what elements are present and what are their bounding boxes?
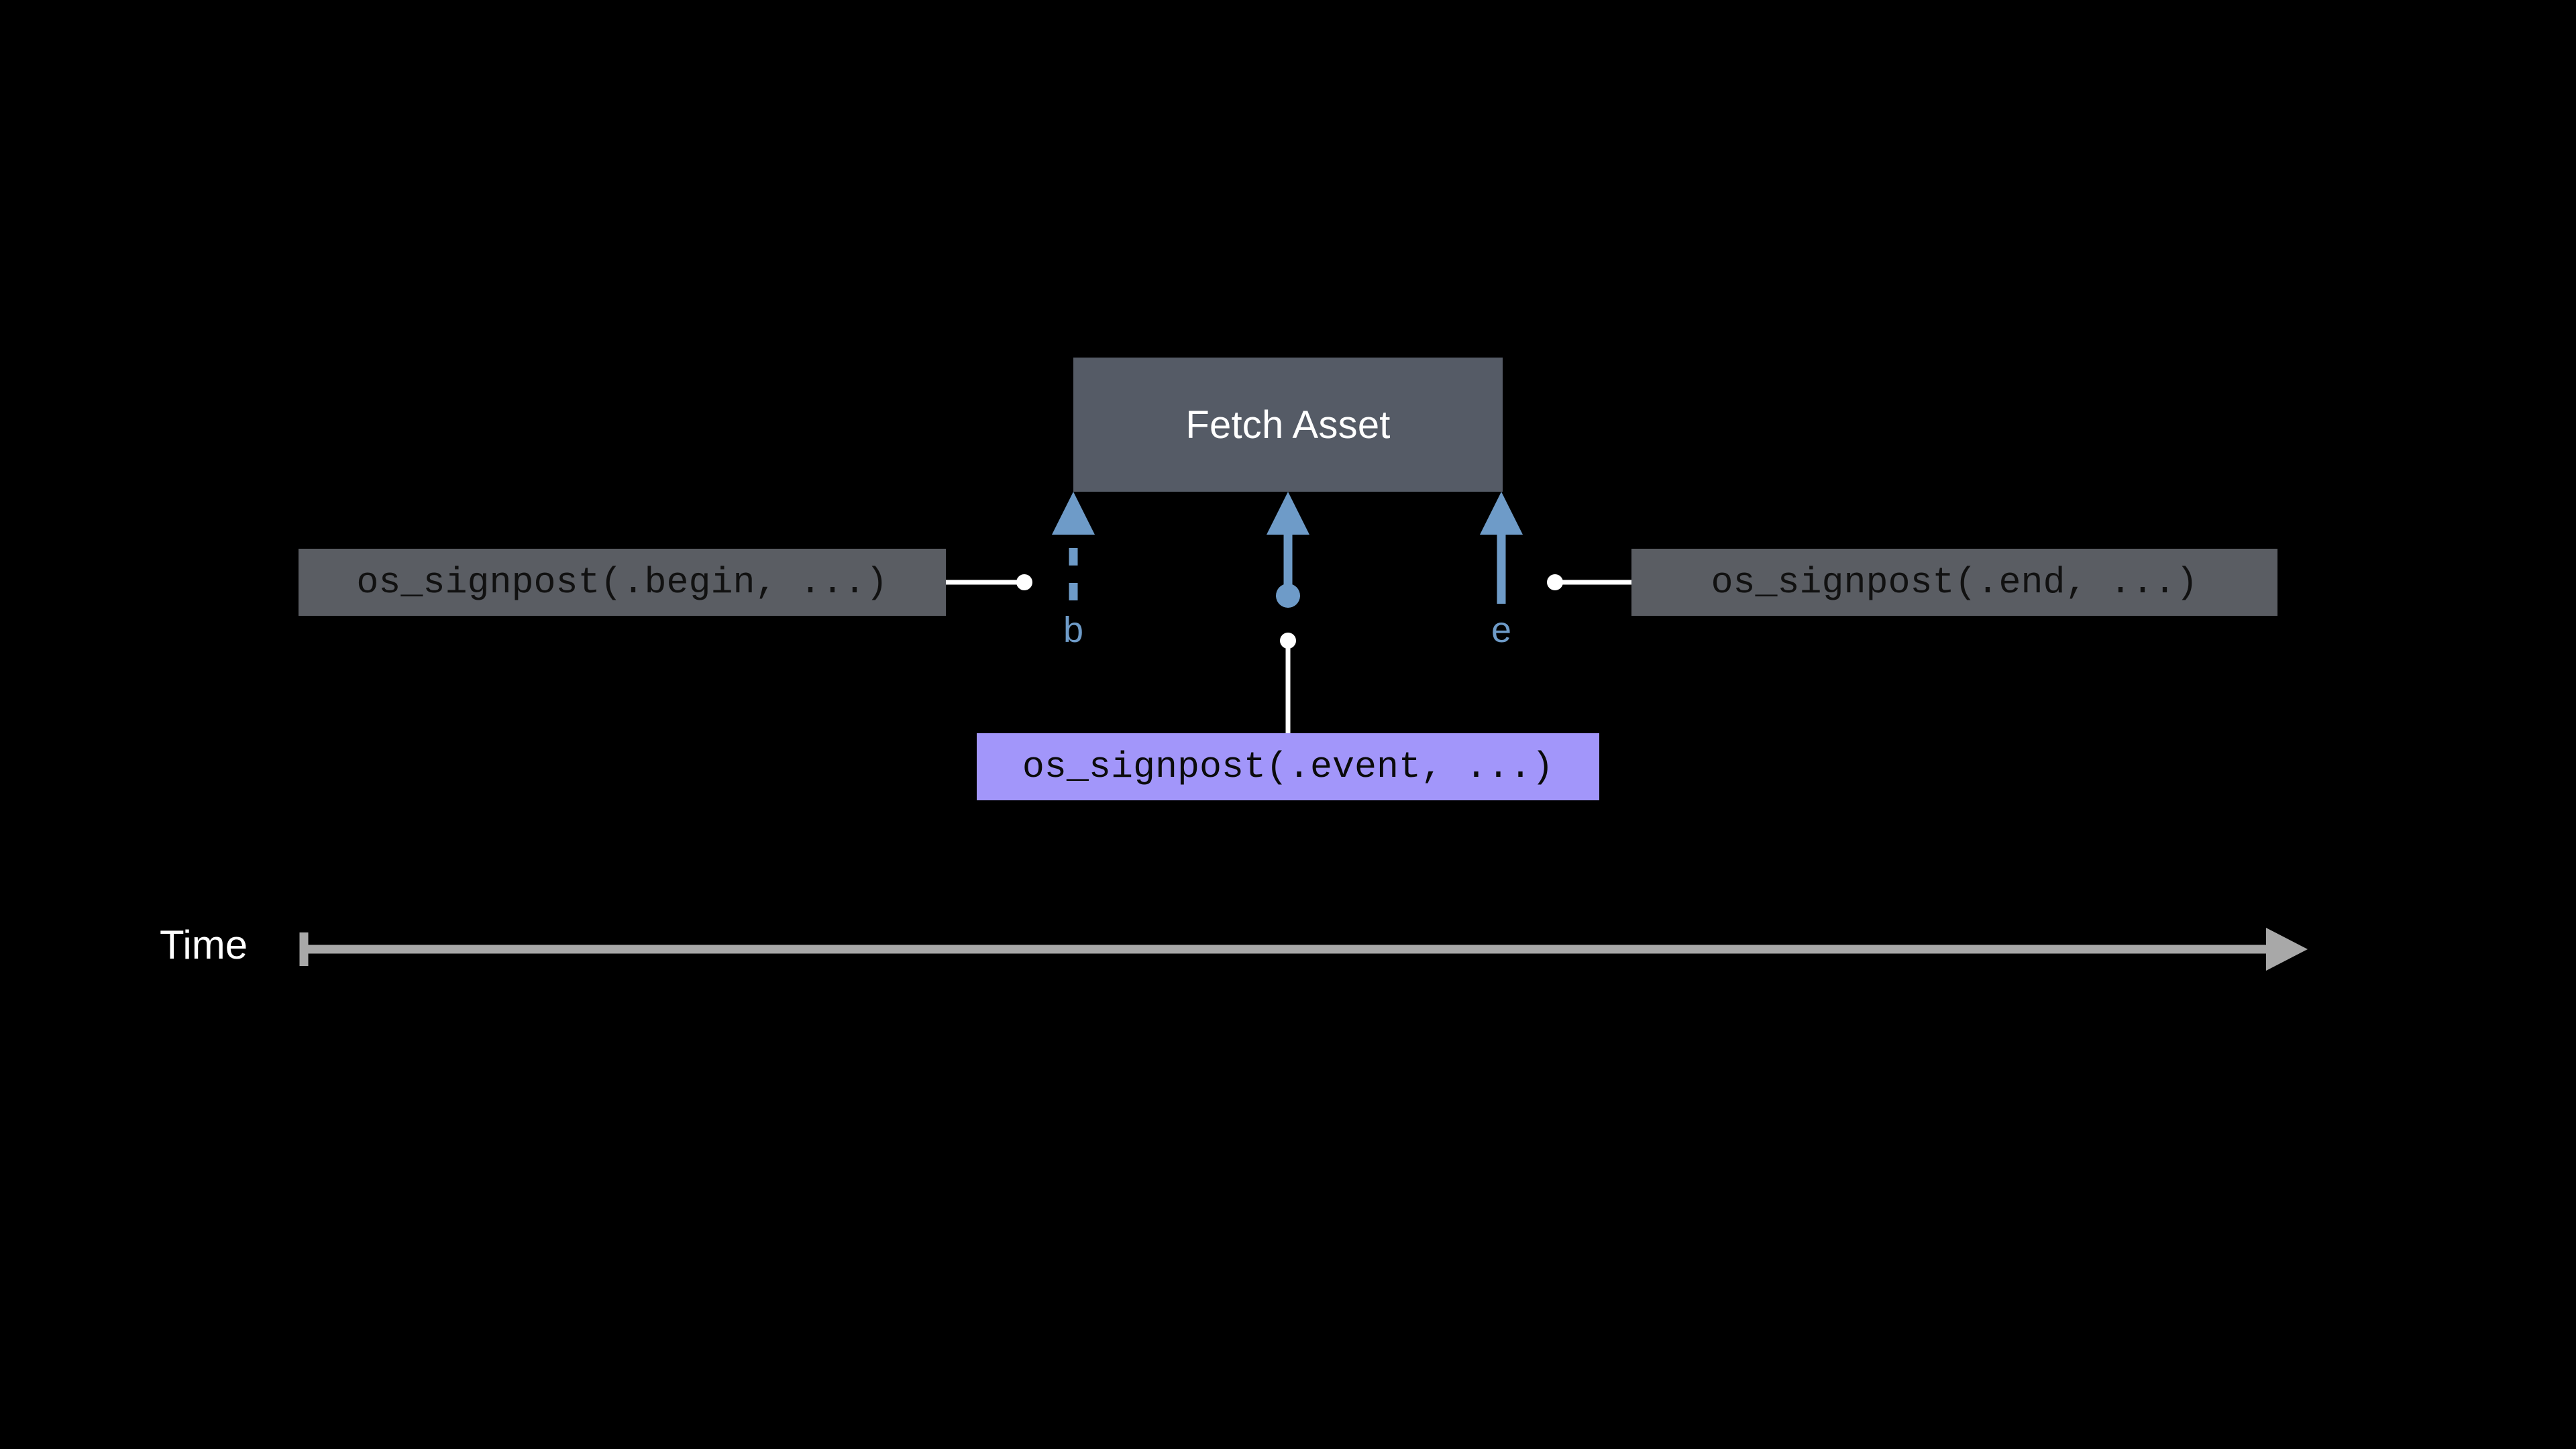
event-leader-line [1280,633,1296,733]
interval-box-fetch-asset[interactable]: Fetch Asset [1073,358,1503,492]
end-arrow-head [1480,492,1523,535]
time-axis-label: Time [160,922,248,967]
code-chip-event[interactable]: os_signpost(.event, ...) [977,733,1599,800]
begin-arrow-head [1052,492,1095,535]
end-signpost-arrow [1480,492,1523,604]
time-axis [299,928,2308,971]
code-chip-end-text: os_signpost(.end, ...) [1711,561,2198,604]
event-signpost-arrow [1267,492,1309,608]
end-leader-dot [1547,574,1563,590]
code-chip-end[interactable]: os_signpost(.end, ...) [1631,549,2277,616]
begin-signpost-arrow [1052,492,1095,600]
code-chip-begin[interactable]: os_signpost(.begin, ...) [299,549,946,616]
marker-label-b: b [1063,610,1084,650]
marker-label-e: e [1491,610,1512,650]
begin-leader-dot [1016,574,1032,590]
begin-leader-line [946,574,1032,590]
code-chip-begin-text: os_signpost(.begin, ...) [356,561,888,604]
event-leader-dot [1280,633,1296,649]
time-axis-arrowhead-icon [2266,928,2308,971]
event-arrow-base-dot [1276,584,1300,608]
code-chip-event-text: os_signpost(.event, ...) [1022,745,1554,788]
end-leader-line [1547,574,1631,590]
event-arrow-head [1267,492,1309,535]
interval-box-label: Fetch Asset [1185,402,1391,447]
